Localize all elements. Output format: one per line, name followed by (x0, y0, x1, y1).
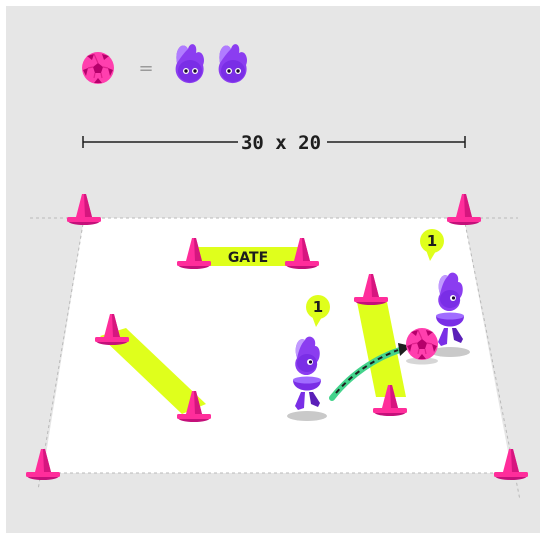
dimension-line (82, 136, 466, 148)
lime-strip-right (356, 297, 406, 397)
ball-shadow (406, 357, 438, 365)
corner-cone-icon (67, 194, 101, 225)
field-left-boundary (37, 217, 85, 491)
ball-icon (405, 327, 439, 361)
legend-player-icon (218, 44, 248, 84)
legend-equals: = (138, 58, 153, 79)
gate-label: GATE (228, 250, 268, 266)
player-number-label: 1 (427, 232, 437, 250)
player-number-label: 1 (313, 298, 323, 316)
corner-cone-icon (447, 194, 481, 225)
legend-ball-icon (81, 51, 115, 85)
legend-player-icon (175, 44, 205, 84)
dimension-label: 30 x 20 (241, 132, 321, 154)
gate-bar (190, 247, 304, 266)
lime-strip-left (100, 328, 206, 414)
